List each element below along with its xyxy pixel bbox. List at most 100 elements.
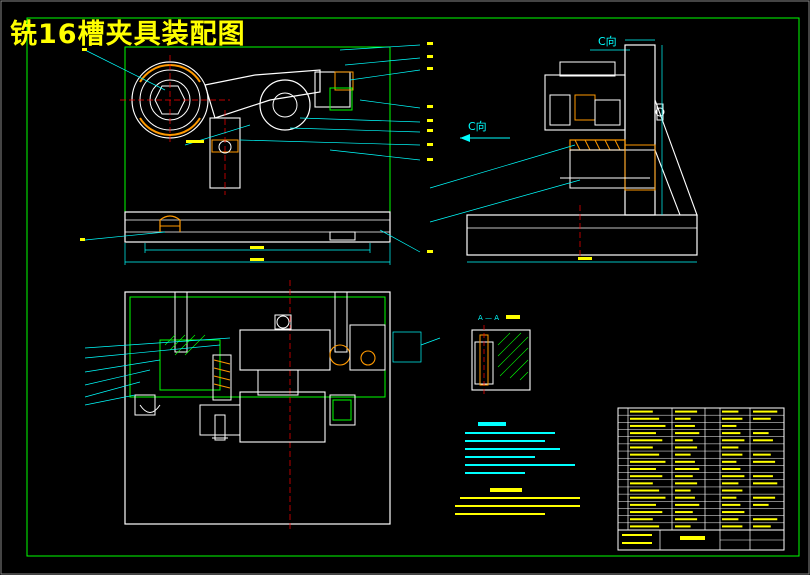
spec-heading [490, 488, 522, 492]
table-cell-text [630, 410, 653, 413]
side-clamp-body [544, 74, 626, 131]
table-cell-text [753, 482, 778, 485]
cam-wheel [259, 79, 311, 131]
top-spring [213, 359, 231, 389]
table-cell-text [675, 525, 691, 528]
table-cell-text [630, 417, 660, 420]
section-hatch [497, 332, 529, 381]
table-cell-text [630, 503, 656, 506]
table-cell-text [753, 518, 778, 521]
table-cell-text [630, 432, 656, 435]
table-cell-text [630, 475, 663, 478]
table-cell-text [753, 410, 778, 413]
technical-notes [455, 422, 580, 515]
table-cell-text [753, 453, 771, 456]
top-hatch [164, 334, 206, 356]
section-body [471, 329, 531, 391]
table-cell-text [722, 460, 737, 463]
top-view [84, 280, 441, 530]
table-cell-text [675, 446, 698, 449]
table-cell-text [675, 453, 691, 456]
table-cell-text [753, 439, 773, 442]
table-cell-text [753, 475, 773, 478]
table-cell-text [630, 453, 660, 456]
table-cell-text [753, 417, 771, 420]
table-cell-text [675, 439, 693, 442]
table-cell-text [630, 460, 666, 463]
table-cell-text [630, 446, 653, 449]
table-cell-text [630, 468, 656, 470]
leader-lines-top [84, 337, 231, 406]
table-cell-text [675, 489, 691, 492]
spec-lines [455, 497, 580, 515]
table-cell-text [722, 468, 741, 470]
table-cell-text [722, 453, 743, 456]
table-cell-text [722, 439, 745, 442]
parts-list-table [617, 407, 785, 551]
c-view-arrow [460, 134, 470, 142]
table-cell-text [722, 410, 739, 413]
table-cell-text [722, 496, 737, 499]
table-cell-text [675, 518, 698, 521]
notes-heading [478, 422, 506, 426]
table-cell-text [722, 518, 739, 521]
table-cell-text [753, 432, 769, 435]
table-cell-text [675, 511, 693, 514]
page-title: 铣16槽夹具装配图 [10, 19, 246, 50]
table-cell-text [722, 503, 741, 506]
table-cell-text [675, 468, 700, 470]
title-block-name [680, 536, 705, 540]
side-view: C向 C向 [429, 34, 698, 263]
table-cell-text [675, 475, 693, 478]
table-cell-text [630, 518, 653, 521]
section-a-a-label: A — A [478, 314, 499, 322]
top-clamp-body [239, 329, 331, 371]
table-cell-text [722, 446, 739, 449]
side-rib [654, 99, 698, 216]
table-cell-text [630, 482, 653, 485]
table-cell-text [675, 432, 700, 435]
table-cell-text [753, 503, 769, 506]
c-view-arrow-label: C向 [468, 119, 487, 133]
table-cell-text [675, 417, 691, 420]
table-cell-text [722, 489, 743, 492]
inner-frame [26, 17, 800, 557]
table-cell-text [630, 439, 663, 442]
table-cell-text [675, 410, 698, 413]
table-cell-text [722, 432, 741, 435]
notes-lines [465, 432, 575, 474]
front-view [80, 42, 433, 265]
table-cell-text [753, 460, 776, 463]
top-view-outline [124, 291, 391, 525]
table-cell-text [753, 525, 771, 528]
table-cell-text [675, 496, 695, 499]
table-cell-text [630, 511, 663, 514]
side-base [466, 214, 698, 256]
table-cell-text [753, 496, 776, 499]
table-cell-text [722, 424, 737, 427]
locating-key [159, 215, 181, 232]
table-cell-text [675, 460, 695, 463]
table-cell-text [722, 482, 739, 485]
table-cell-text [675, 503, 700, 506]
base-plate [124, 211, 391, 243]
leader-lines-front [84, 44, 421, 253]
leader-lines-side [429, 144, 581, 223]
table-cell-text [630, 525, 660, 528]
table-cell-text [630, 424, 666, 427]
table-cell-text [722, 511, 745, 514]
top-lower-block [239, 391, 326, 443]
table-cell-text [630, 489, 660, 492]
table-cell-text [630, 496, 666, 499]
table-cell-text [722, 417, 743, 420]
table-cell-text [675, 482, 698, 485]
table-cell-text [722, 475, 745, 478]
table-cell-text [722, 525, 743, 528]
table-cell-text [675, 424, 695, 427]
hex-nut-a [329, 344, 351, 366]
c-view-top-label: C向 [598, 34, 617, 48]
balloon-labels-front [80, 42, 433, 253]
